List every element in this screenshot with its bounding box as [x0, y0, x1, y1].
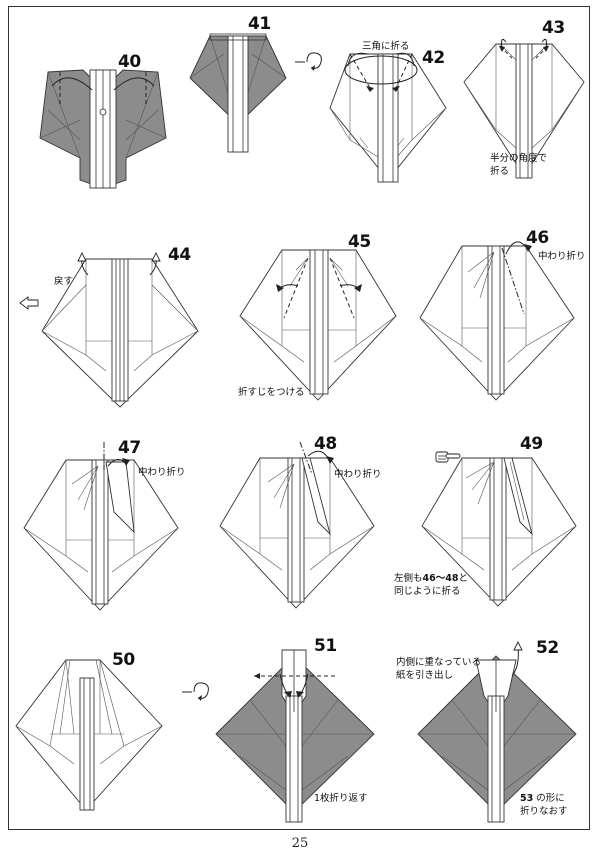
page-number: 25: [291, 836, 309, 851]
step-number: 52: [536, 638, 559, 658]
step-48: 48 中わり折り: [218, 434, 388, 616]
note-suffix-line1: と: [458, 573, 468, 584]
step-number: 40: [118, 52, 141, 72]
step-number: 48: [314, 434, 337, 454]
note-suffix-line2: 同じように折る: [394, 586, 461, 597]
step-49: 49: [420, 434, 590, 616]
turn-over-icon: [295, 52, 322, 71]
step-40: 40: [38, 50, 168, 190]
step-instruction: 中わり折り: [138, 467, 186, 478]
step-41-diagram: [189, 33, 287, 153]
step-46: 46 中わり折り: [416, 228, 586, 410]
step-46-diagram: [419, 241, 575, 401]
step-number: 42: [422, 48, 445, 68]
step-instruction: 内側に重なっている 紙を引き出し: [396, 657, 482, 681]
pointing-hand: [434, 448, 462, 466]
step-45: 45 折すじをつける: [238, 230, 398, 410]
step-number: 51: [314, 636, 337, 656]
direction-arrow: [18, 296, 40, 310]
step-44: 44 戻す: [40, 245, 200, 415]
step-50-diagram: [15, 659, 163, 811]
step-instruction: 戻す: [54, 276, 74, 287]
step-51: 51 1枚折り返す: [210, 636, 380, 826]
turn-over-symbol: [180, 680, 214, 704]
step-43-diagram: [463, 38, 585, 179]
step-47-diagram: [23, 442, 179, 611]
step-44-diagram: [41, 251, 199, 408]
page-frame: [8, 6, 590, 830]
step-52-diagram: [417, 640, 577, 823]
step-instruction: 折すじをつける: [238, 387, 305, 398]
step-41: 41: [178, 14, 288, 164]
step-49-instruction: 左側も46〜48と同じように折る: [394, 573, 468, 597]
step-number: 41: [248, 14, 271, 34]
step-51-diagram: [215, 649, 375, 823]
note-suffix-line2: 折りなおす: [520, 806, 568, 817]
step-50: 50: [14, 648, 174, 818]
turn-over-icon: [182, 682, 209, 701]
step-43: 43 半分の角度で 折る: [462, 18, 592, 188]
pointing-hand-icon: [435, 451, 461, 463]
step-49-diagram: [421, 457, 577, 607]
turn-over-symbol: [293, 50, 327, 74]
step-52-secondary-instruction: 53 の形に折りなおす: [520, 793, 568, 817]
step-45-diagram: [239, 249, 397, 401]
step-instruction: 1枚折り返す: [314, 793, 368, 804]
step-number: 44: [168, 245, 191, 265]
step-instruction: 中わり折り: [538, 251, 586, 262]
step-number: 46: [526, 228, 549, 248]
step-48-diagram: [219, 441, 375, 609]
step-42-diagram: [329, 52, 447, 183]
step-40-diagram: [39, 69, 167, 189]
step-52: 52 内側に重なっている 紙を引き出し: [396, 636, 592, 826]
step-instruction: 三角に折る: [362, 41, 410, 52]
step-instruction: 中わり折り: [334, 469, 382, 480]
step-47: 47 中わり折り: [22, 436, 192, 618]
step-number: 47: [118, 438, 141, 458]
step-number: 45: [348, 232, 371, 252]
note-suffix-line1: の形に: [533, 793, 565, 804]
step-42: 42 三角に折る: [320, 30, 450, 190]
step-number: 50: [112, 650, 135, 670]
step-instruction: 半分の角度で 折る: [490, 153, 548, 177]
step-number: 43: [542, 18, 565, 38]
step-number: 49: [520, 434, 543, 454]
arrow-left-icon: [19, 296, 39, 310]
